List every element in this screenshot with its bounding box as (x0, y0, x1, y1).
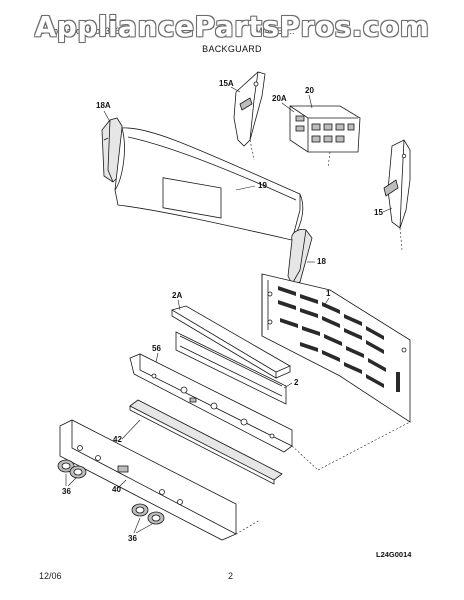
leader-40 (117, 479, 127, 489)
part-36-knobs-right[interactable] (131, 503, 165, 525)
part-42-trim-strip[interactable] (129, 399, 283, 485)
callout-15A: 15A (219, 79, 234, 88)
part-1-rear-panel[interactable] (261, 273, 411, 423)
callout-20: 20 (305, 86, 314, 95)
callout-19: 19 (258, 181, 267, 190)
callout-40: 40 (112, 485, 121, 494)
leader-15A (230, 86, 241, 93)
watermark-logo: AppliancePartsPros.com (34, 10, 430, 43)
part-56-control-frame[interactable] (129, 353, 293, 453)
part-40-control-panel[interactable] (59, 419, 237, 541)
section-title: BACKGUARD (202, 44, 262, 54)
leader-19 (235, 185, 256, 191)
callout-42: 42 (113, 435, 122, 444)
part-20-control-board[interactable] (289, 105, 361, 153)
leader-1 (323, 297, 330, 307)
leader-2A (177, 299, 181, 311)
assembly-line-b (317, 421, 411, 471)
leader-2 (283, 382, 293, 389)
leader-56 (155, 352, 159, 363)
part-18-end-cap-right[interactable] (287, 229, 313, 285)
vent-slots (278, 286, 400, 392)
callout-36-left: 36 (62, 487, 71, 496)
leader-15 (382, 207, 393, 213)
callout-18: 18 (317, 257, 326, 266)
callout-15: 15 (374, 208, 383, 217)
dashed-15 (399, 227, 403, 251)
leader-36-left-b (67, 477, 77, 487)
clock-window (162, 177, 222, 219)
model-number: MODEL... (255, 26, 295, 36)
part-15A-bracket-left[interactable] (233, 71, 266, 147)
callout-36-right: 36 (128, 534, 137, 543)
leader-20A (281, 102, 295, 113)
callout-2: 2 (294, 378, 299, 387)
callout-18A: 18A (96, 101, 111, 110)
leader-36-right-a (133, 517, 141, 534)
footer-date: 12/06 (39, 571, 62, 581)
part-2A-bracket[interactable] (171, 305, 291, 379)
publication-number: Publication No. 316... (42, 26, 128, 36)
assembly-line-c (235, 519, 261, 535)
leader-36-right-b (135, 523, 153, 534)
dashed-15A (249, 139, 255, 161)
callout-20A: 20A (272, 94, 287, 103)
callout-2A: 2A (172, 291, 182, 300)
callout-1: 1 (326, 289, 331, 298)
assembly-line-a (291, 445, 319, 471)
leader-20 (308, 94, 313, 109)
part-15-bracket-right[interactable] (383, 139, 411, 229)
part-36-knobs-left[interactable] (57, 459, 87, 479)
leader-42 (121, 419, 141, 440)
part-19-backguard-panel[interactable] (114, 127, 304, 241)
leader-18A (103, 110, 111, 123)
callout-56: 56 (152, 344, 161, 353)
footer-page-number: 2 (228, 571, 234, 581)
dashed-20 (327, 151, 331, 169)
diagram-code: L24G0014 (376, 550, 412, 559)
part-2-backing-plate[interactable] (175, 331, 287, 405)
